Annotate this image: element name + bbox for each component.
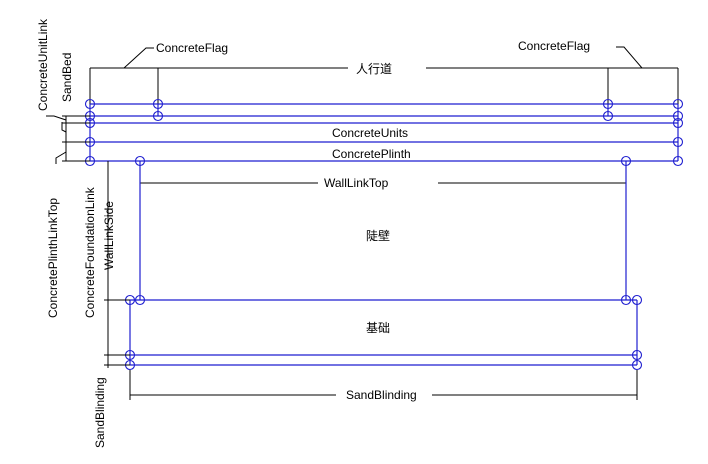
- concrete-flag-left-leader: [123, 47, 154, 69]
- node: [631, 294, 643, 306]
- node: [672, 155, 684, 167]
- sidewalk-label: 人行道: [356, 62, 392, 76]
- sand-bed-leader: [61, 122, 67, 133]
- concrete-flag-left-callout: ConcreteFlag: [123, 41, 228, 69]
- node: [152, 110, 164, 122]
- left-side-dimensions: ConcreteUnitLink SandBed ConcretePlinthL…: [36, 18, 130, 448]
- concrete-flag-right-leader: [616, 46, 643, 69]
- node: [631, 359, 643, 371]
- node: [672, 117, 684, 129]
- wall-link-side-label: WallLinkSide: [102, 201, 116, 270]
- node: [631, 349, 643, 361]
- concrete-flag-right-callout: ConcreteFlag: [518, 39, 643, 69]
- sidewalk-nodes: [84, 98, 684, 167]
- node: [152, 98, 164, 110]
- sand-blinding-side-label: SandBlinding: [93, 377, 107, 448]
- concrete-units-label: ConcreteUnits: [332, 126, 408, 140]
- node: [84, 98, 96, 110]
- foundation-label: 基础: [366, 321, 390, 335]
- node: [672, 98, 684, 110]
- concrete-foundation-link-label: ConcreteFoundationLink: [83, 186, 97, 318]
- node: [602, 98, 614, 110]
- concrete-flag-left-label: ConcreteFlag: [156, 41, 228, 55]
- wall-link-top-label: WallLinkTop: [324, 176, 389, 190]
- node: [620, 294, 632, 306]
- wall-link-top-dimension: WallLinkTop: [139, 175, 627, 191]
- sand-blinding-bottom-label: SandBlinding: [346, 388, 417, 402]
- sidewalk-label-mask: [348, 60, 426, 76]
- flag-dimension: 人行道: [89, 60, 679, 104]
- node: [134, 294, 146, 306]
- sand-blinding-mask: [336, 387, 432, 403]
- concrete-flag-right-label: ConcreteFlag: [518, 39, 590, 53]
- node: [672, 136, 684, 148]
- concrete-unit-link-label: ConcreteUnitLink: [36, 18, 50, 111]
- concrete-plinth-link-top-label: ConcretePlinthLinkTop: [46, 198, 60, 318]
- node: [672, 110, 684, 122]
- sand-bed-label: SandBed: [60, 53, 74, 102]
- retaining-wall: 陡壁: [139, 161, 627, 300]
- sidewalk-layers: ConcreteUnits ConcretePlinth: [89, 103, 679, 162]
- node: [602, 110, 614, 122]
- concrete-plinth-link-top-leader: [55, 151, 67, 164]
- concrete-unit-link-leader: [46, 115, 67, 121]
- concrete-plinth-label: ConcretePlinth: [332, 147, 411, 161]
- retaining-wall-label: 陡壁: [366, 228, 390, 243]
- foundation: 基础: [129, 299, 638, 366]
- sand-blinding-dimension: SandBlinding: [129, 370, 638, 403]
- wall-link-top-mask: [318, 175, 438, 191]
